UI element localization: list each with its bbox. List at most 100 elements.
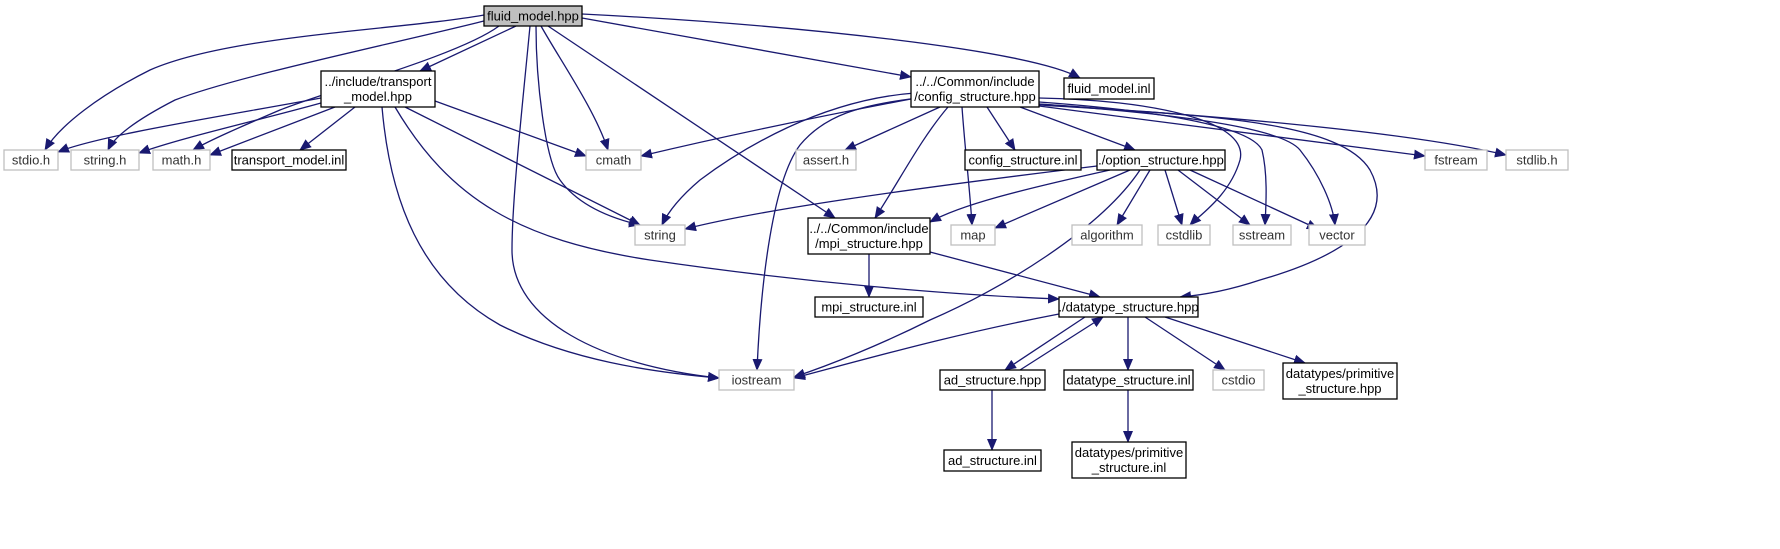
node-ad_structure_inl[interactable]: ad_structure.inl <box>943 449 1042 472</box>
node-assert_h: assert.h <box>795 149 857 171</box>
node-algorithm: algorithm <box>1071 224 1143 246</box>
node-math_h: math.h <box>152 149 211 171</box>
edge-fluid_model_hpp-to-string_h <box>107 19 489 151</box>
node-box <box>718 369 795 391</box>
node-fstream: fstream <box>1424 149 1488 171</box>
node-label: fstream <box>1434 153 1477 168</box>
node-config_structure_inl[interactable]: config_structure.inl <box>964 149 1082 171</box>
node-box <box>943 449 1042 472</box>
node-datatype_structure_inl[interactable]: datatype_structure.inl <box>1063 369 1194 391</box>
edge-fluid_model_hpp-to-iostream <box>511 25 720 382</box>
edge-option_structure_hpp-to-algorithm <box>1116 169 1151 226</box>
node-fluid_model_hpp[interactable]: fluid_model.hpp <box>483 5 583 27</box>
node-box <box>1071 224 1143 246</box>
edge-config_structure_hpp-to-mpi_structure_hpp <box>874 106 949 219</box>
node-stdlib_h: stdlib.h <box>1505 149 1569 171</box>
node-label: algorithm <box>1080 228 1133 243</box>
node-box <box>70 149 140 171</box>
edge-option_structure_hpp-to-iostream <box>793 169 1141 379</box>
node-box <box>320 70 436 108</box>
node-label: ad_structure.hpp <box>944 373 1042 388</box>
node-box <box>585 149 642 171</box>
node-label: datatype_structure.inl <box>1066 373 1190 388</box>
node-box <box>1212 369 1265 391</box>
edge-config_structure_hpp-to-datatype_structure_hpp <box>1038 104 1378 302</box>
node-box <box>1308 224 1366 246</box>
node-box <box>1063 369 1194 391</box>
node-vector: vector <box>1308 224 1366 246</box>
edge-transport_model_hpp-to-datatype_structure_hpp <box>394 106 1060 304</box>
node-string: string <box>634 224 686 246</box>
node-label: ../../Common/include <box>809 221 928 236</box>
node-fluid_model_inl[interactable]: fluid_model.inl <box>1063 77 1155 100</box>
edge-config_structure_hpp-to-string <box>661 92 916 226</box>
edge-config_structure_hpp-to-stdlib_h <box>1038 103 1507 158</box>
node-label: ad_structure.inl <box>948 453 1037 468</box>
edge-config_structure_hpp-to-cmath <box>640 98 912 159</box>
edge-ad_structure_hpp-to-datatype_structure_hpp <box>1019 316 1104 371</box>
node-label: fluid_model.inl <box>1067 81 1150 96</box>
node-label: cmath <box>596 153 631 168</box>
edge-config_structure_hpp-to-vector <box>1038 103 1339 226</box>
edge-option_structure_hpp-to-mpi_structure_hpp <box>929 169 1111 223</box>
node-box <box>152 149 211 171</box>
edge-option_structure_hpp-to-sstream <box>1177 169 1251 226</box>
node-box <box>3 149 59 171</box>
edge-transport_model_hpp-to-stdio_h <box>57 97 322 153</box>
node-box <box>1063 77 1155 100</box>
node-box <box>1058 296 1199 318</box>
node-box <box>807 217 931 255</box>
edge-mpi_structure_hpp-to-datatype_structure_hpp <box>929 251 1101 300</box>
edge-option_structure_hpp-to-map <box>994 169 1131 229</box>
edge-fluid_model_hpp-to-config_structure_hpp <box>581 17 912 80</box>
node-box <box>1232 224 1292 246</box>
node-label: transport_model.inl <box>234 153 345 168</box>
node-box <box>634 224 686 246</box>
node-option_structure_hpp[interactable]: ./option_structure.hpp <box>1096 149 1226 171</box>
node-label: cstdio <box>1222 373 1256 388</box>
node-ad_structure_hpp[interactable]: ad_structure.hpp <box>939 369 1046 391</box>
edge-option_structure_hpp-to-vector <box>1189 169 1319 230</box>
node-box <box>1096 149 1226 171</box>
edge-fluid_model_hpp-to-stdio_h <box>44 14 485 151</box>
node-label: /config_structure.hpp <box>914 89 1035 104</box>
node-label: /mpi_structure.hpp <box>815 236 923 251</box>
node-label: math.h <box>162 153 202 168</box>
edge-fluid_model_hpp-to-cmath <box>540 25 610 151</box>
node-stdio_h: stdio.h <box>3 149 59 171</box>
node-label: cstdlib <box>1166 228 1203 243</box>
edges-layer <box>44 13 1507 451</box>
node-map: map <box>950 224 996 246</box>
node-mpi_structure_hpp[interactable]: ../../Common/include/mpi_structure.hpp <box>807 217 931 255</box>
node-label: stdlib.h <box>1516 153 1557 168</box>
node-label: datatypes/primitive <box>1075 445 1183 460</box>
node-transport_model_inl[interactable]: transport_model.inl <box>231 149 347 171</box>
node-cstdlib: cstdlib <box>1157 224 1211 246</box>
node-mpi_structure_inl[interactable]: mpi_structure.inl <box>814 296 924 318</box>
node-box <box>1424 149 1488 171</box>
node-box <box>814 296 924 318</box>
node-primitive_structure_inl[interactable]: datatypes/primitive_structure.inl <box>1071 441 1187 479</box>
edge-config_structure_hpp-to-fstream <box>1038 105 1426 160</box>
edge-transport_model_hpp-to-string_h <box>138 102 322 154</box>
edge-fluid_model_hpp-to-string <box>535 25 641 228</box>
node-label: string <box>644 228 676 243</box>
node-label: assert.h <box>803 153 849 168</box>
node-config_structure_hpp[interactable]: ../../Common/include/config_structure.hp… <box>910 70 1040 108</box>
edge-datatype_structure_hpp-to-primitive_structure_hpp <box>1164 316 1306 365</box>
node-label: ./option_structure.hpp <box>1098 153 1224 168</box>
node-label: iostream <box>732 373 782 388</box>
edge-datatype_structure_hpp-to-iostream <box>793 313 1060 381</box>
edge-transport_model_hpp-to-transport_model_inl <box>299 106 356 151</box>
node-box <box>910 70 1040 108</box>
node-label: string.h <box>84 153 127 168</box>
node-datatype_structure_hpp[interactable]: ./datatype_structure.hpp <box>1058 296 1199 318</box>
node-label: sstream <box>1239 228 1285 243</box>
node-transport_model_hpp[interactable]: ../include/transport_model.hpp <box>320 70 436 108</box>
node-string_h: string.h <box>70 149 140 171</box>
node-primitive_structure_hpp[interactable]: datatypes/primitive_structure.hpp <box>1282 362 1398 400</box>
edge-fluid_model_hpp-to-fluid_model_inl <box>581 13 1081 79</box>
edge-transport_model_hpp-to-iostream <box>381 106 720 383</box>
node-box <box>1282 362 1398 400</box>
edge-transport_model_hpp-to-cmath <box>434 100 587 157</box>
